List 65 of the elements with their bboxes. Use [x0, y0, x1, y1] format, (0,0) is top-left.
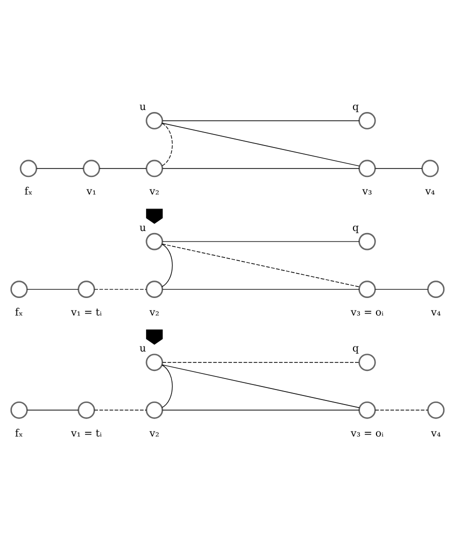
node-circle [146, 401, 164, 419]
node-label: v₁ = tᵢ [70, 308, 102, 319]
node-circle [146, 112, 164, 130]
node-label: q [352, 344, 359, 355]
node-label: u [140, 344, 146, 355]
connector [162, 362, 360, 363]
node-label: fₓ [15, 428, 24, 440]
node-label: v₃ = oᵢ [350, 428, 384, 440]
node-label: v₄ [425, 186, 436, 198]
node-circle [358, 112, 376, 130]
node-label: v₃ = oᵢ [350, 308, 384, 319]
node-circle [421, 160, 439, 178]
node-circle [427, 401, 445, 419]
connector [36, 168, 84, 169]
node-arrow [146, 208, 163, 224]
node-circle [146, 280, 164, 298]
node-arrow [146, 330, 163, 345]
node-label: v₂ [150, 186, 160, 198]
connector [94, 410, 147, 411]
node-label: v₄ [431, 428, 441, 440]
node-circle [358, 160, 376, 178]
node-label: q [352, 102, 359, 113]
node-circle [146, 160, 164, 178]
connector [162, 168, 360, 169]
node-circle [358, 232, 376, 250]
connector [162, 364, 173, 408]
node-circle [146, 354, 164, 372]
node-label: v₄ [431, 308, 441, 319]
node-label: v₂ [150, 428, 160, 440]
node-circle [146, 232, 164, 250]
node-circle [78, 401, 96, 419]
node-circle [78, 280, 96, 298]
connector [162, 288, 360, 290]
node-label: v₁ = tᵢ [70, 428, 102, 440]
connector [94, 288, 147, 290]
node-circle [10, 280, 28, 298]
connector [99, 168, 147, 169]
node-label: u [140, 102, 146, 113]
connector [162, 122, 173, 166]
node-circle [358, 354, 376, 372]
node-circle [358, 401, 376, 419]
node-label: v₂ [150, 308, 160, 319]
connector [162, 122, 360, 166]
node-label: v₁ [86, 186, 96, 198]
node-circle [82, 160, 100, 178]
connector [26, 288, 79, 290]
node-label: fₓ [24, 186, 33, 198]
connector [162, 244, 360, 288]
connector [374, 168, 422, 169]
connector [26, 410, 79, 411]
node-circle [10, 401, 28, 419]
node-circle [20, 160, 38, 178]
connector [162, 410, 360, 411]
node-circle [358, 280, 376, 298]
node-circle [427, 280, 445, 298]
node-label: v₃ [362, 186, 372, 198]
connector [162, 120, 360, 122]
connector [162, 364, 360, 408]
connector [162, 241, 360, 242]
connector [374, 410, 428, 411]
node-label: q [352, 222, 359, 234]
node-label: u [140, 222, 146, 234]
connector [374, 288, 428, 290]
connector [162, 244, 173, 288]
node-label: fₓ [15, 308, 24, 319]
